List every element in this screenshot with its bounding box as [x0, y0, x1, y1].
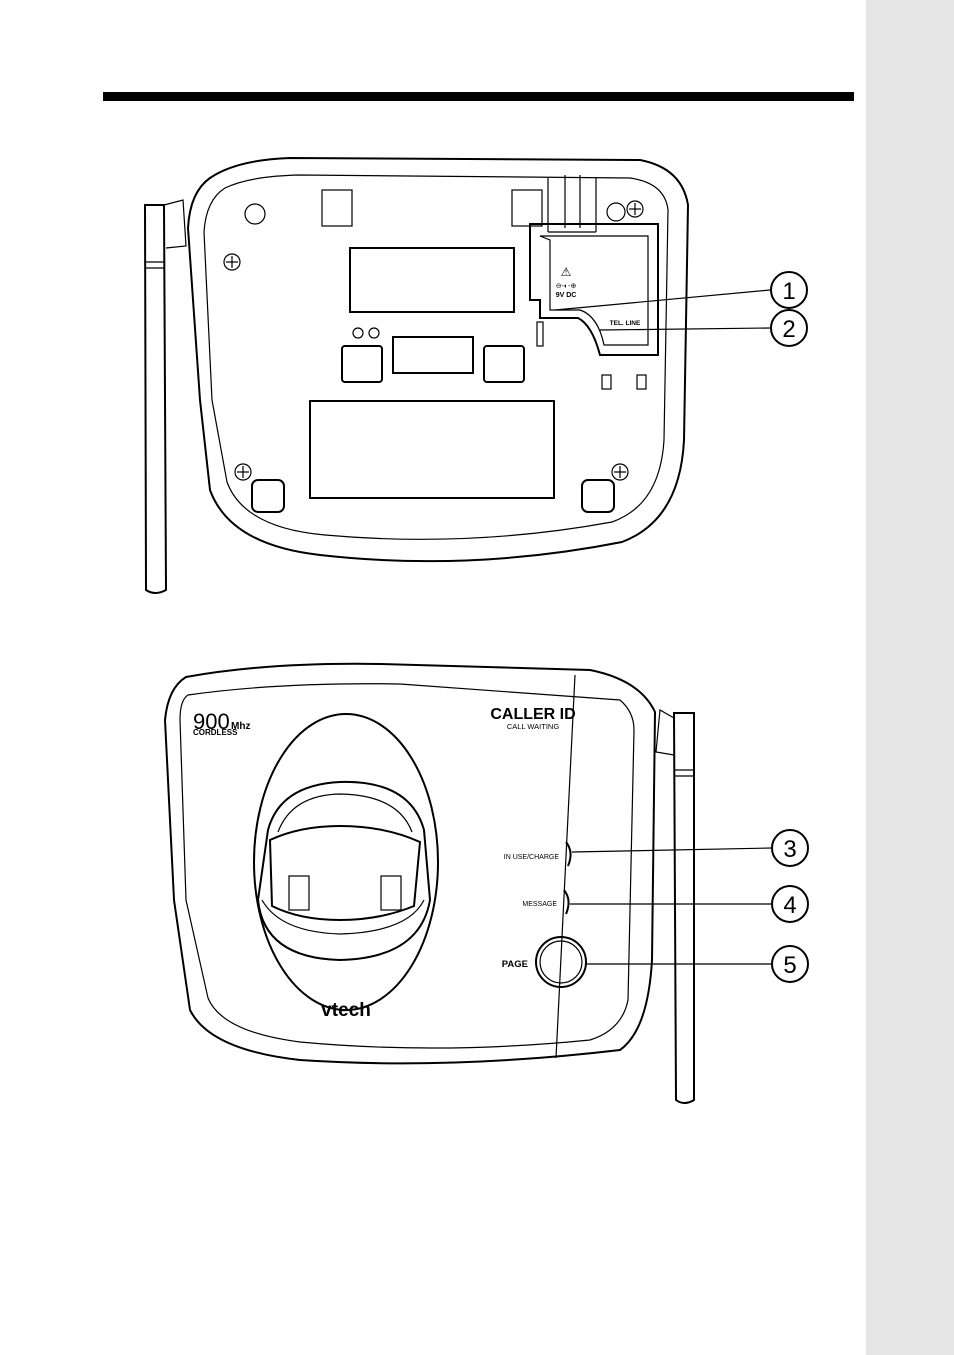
freq-unit: Mhz: [231, 721, 250, 732]
svg-text:1: 1: [782, 278, 795, 305]
svg-text:2: 2: [782, 316, 795, 343]
foot-pad: [483, 345, 525, 383]
base-bottom-outline: [186, 156, 690, 563]
wall-mount-clip: [511, 189, 543, 227]
rubber-foot: [251, 479, 285, 513]
jack-recess: [529, 223, 659, 356]
bottom-compartment: [309, 400, 555, 499]
callout-2: 2: [599, 309, 808, 347]
callout-1: 1: [554, 271, 808, 311]
model-number: 900: [193, 709, 230, 734]
page-side-strip: [866, 0, 954, 1355]
charge-contact: [288, 875, 310, 911]
rubber-foot: [581, 479, 615, 513]
page-label: PAGE: [502, 959, 528, 970]
tel-line-label: TEL. LINE: [610, 320, 641, 327]
screw-hole: [606, 202, 626, 222]
screw-hole: [244, 203, 266, 225]
screw-icon: [223, 253, 241, 271]
center-recess: [392, 336, 474, 374]
base-top-view: 900 Mhz CORDLESS CALLER ID CALL WAITING …: [163, 662, 695, 1104]
feature-subtitle: CALL WAITING: [507, 722, 560, 731]
feature-title: CALLER ID: [490, 706, 575, 723]
brand-logo: vtech: [321, 1000, 371, 1021]
svg-text:3: 3: [783, 836, 796, 863]
power-jack-label: 9V DC: [556, 292, 577, 299]
svg-text:5: 5: [783, 952, 796, 979]
screw-icon: [611, 463, 629, 481]
screw-icon: [626, 200, 644, 218]
model-type: CORDLESS: [193, 728, 238, 737]
in-use-label: IN USE/CHARGE: [504, 854, 560, 861]
warning-icon: ⚠: [561, 265, 572, 279]
foot-pad: [341, 345, 383, 383]
handset-cradle: [253, 713, 439, 1011]
callout-5: 5: [586, 945, 809, 983]
page-button[interactable]: [535, 936, 587, 988]
header-rule: [103, 92, 854, 101]
base-top-outline: [163, 662, 657, 1065]
base-bottom-view: ⚠ ⊖-◐-⊕ 9V DC TEL. LINE: [143, 156, 690, 594]
antenna-top: [655, 709, 695, 1104]
charge-contact: [380, 875, 402, 911]
wall-mount-clip: [321, 189, 353, 227]
slot: [636, 374, 647, 390]
in-use-indicator: [565, 841, 572, 867]
label-area: [349, 247, 515, 313]
svg-text:4: 4: [783, 892, 796, 919]
screw-icon: [234, 463, 252, 481]
polarity-symbol: ⊖-◐-⊕: [556, 283, 577, 290]
message-label: MESSAGE: [522, 901, 557, 908]
antenna-bottom: [143, 199, 187, 594]
message-indicator: [563, 889, 570, 915]
callout-3: 3: [571, 829, 809, 867]
slot: [601, 374, 612, 390]
callout-4: 4: [570, 885, 809, 923]
